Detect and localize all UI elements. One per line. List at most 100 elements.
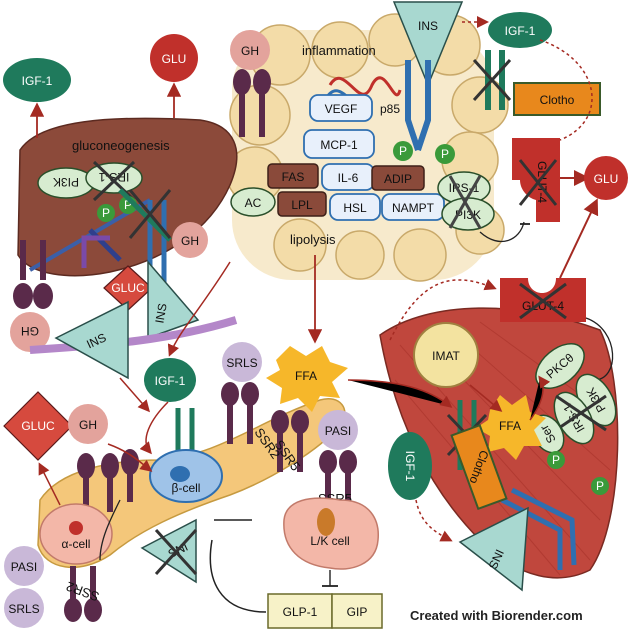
- insulin-receptor-adipose: [405, 60, 431, 151]
- igf1-liver-node: IGF-1: [3, 58, 71, 102]
- clotho-top-label: Clotho: [540, 93, 575, 107]
- gh-liver-flip-label: GH: [21, 324, 39, 338]
- gh-adipose-label: GH: [241, 44, 259, 58]
- beta-cell: β-cell: [149, 449, 223, 503]
- srls-top-label: SRLS: [226, 356, 257, 370]
- pancreas-vessel: [29, 316, 238, 354]
- gluc-liver-label: GLUC: [111, 281, 145, 295]
- inflammation-label: inflammation: [302, 43, 376, 58]
- glut4-adipose: GLUT-4: [512, 138, 560, 222]
- igf1-top-label: IGF-1: [505, 24, 536, 38]
- gh-receptor-adipose: [233, 69, 271, 137]
- ins-inhibited-cross-2: [154, 528, 198, 576]
- pasi-center-label: PASI: [325, 424, 351, 438]
- glp-beta-link: [209, 539, 267, 613]
- imat-label: IMAT: [432, 349, 460, 363]
- ac-label: AC: [245, 196, 262, 210]
- glut4-muscle-to-glu-arrow: [559, 198, 599, 279]
- mcp1-box: [303, 129, 375, 159]
- igf1-to-glut4-arrow: [539, 39, 593, 141]
- ssr-receptors-beta: [221, 382, 309, 472]
- phospho-p-label: P: [441, 147, 449, 161]
- ffa-center-label: FFA: [295, 369, 317, 383]
- alpha-cell-label: α-cell: [62, 537, 91, 551]
- liver-igf-to-pancreas-arrow: [167, 261, 231, 357]
- ins-pancreas-triangle: INS: [54, 300, 129, 380]
- phospho-p-label: P: [596, 479, 604, 493]
- pi3k-liver-label: PI3K: [53, 175, 79, 189]
- gluconeogenesis-label: gluconeogenesis: [72, 138, 170, 153]
- ins-top-triangle: INS: [392, 1, 464, 87]
- ac-pill: [230, 187, 276, 217]
- gh-pancreas-node: GH: [68, 404, 108, 444]
- vegf-box: [309, 94, 373, 122]
- gh-liver-label: GH: [181, 234, 199, 248]
- ins-muscle-triangle: INS: [458, 506, 529, 592]
- mcp1-label: MCP-1: [320, 138, 358, 152]
- gh-receptor-liver: [13, 240, 53, 309]
- fas-box: [267, 163, 319, 189]
- gip-label: GIP: [347, 605, 368, 619]
- gluc-pancreas-diamond: GLUC: [3, 391, 73, 461]
- imat-to-ffa-arrow: [469, 384, 503, 412]
- imat-node: IMAT: [413, 322, 479, 388]
- glp1-label: GLP-1: [283, 605, 318, 619]
- glu-liver-node: GLU: [150, 34, 198, 82]
- nampt-label: NAMPT: [392, 201, 435, 215]
- adip-label: ADIP: [384, 172, 412, 186]
- gh-receptor-pancreas: [77, 449, 139, 512]
- hsl-label: HSL: [343, 201, 367, 215]
- beta-alpha-inhibit: [99, 499, 121, 561]
- pasi-center-node: PASI: [318, 410, 358, 450]
- ffa-to-muscle-arrow: [347, 379, 453, 408]
- glu-right-label: GLU: [594, 172, 619, 186]
- phospho-p-label: P: [124, 198, 132, 212]
- liver-irs-cross-2: [92, 160, 136, 202]
- fas-label: FAS: [282, 170, 305, 184]
- adip-box: [371, 165, 425, 191]
- glut4-adipose-cross-2: [518, 159, 558, 206]
- srls-top-node: SRLS: [222, 342, 262, 382]
- ins-to-glut4-dashed-arrow: [389, 279, 497, 341]
- alpha-cell: α-cell: [39, 503, 113, 565]
- ssr5-lk-receptor: [319, 450, 357, 512]
- ins-liver-label: INS: [152, 302, 169, 324]
- hsl-box: [329, 193, 381, 221]
- beta-cell-label: β-cell: [172, 481, 201, 495]
- igf1-pancreas-label: IGF-1: [155, 374, 186, 388]
- lk-cell-label: L/K cell: [310, 534, 349, 548]
- lipolysis-label: lipolysis: [290, 232, 336, 247]
- glu-right-node: GLU: [584, 156, 628, 200]
- inflammation-vessel: [328, 76, 402, 97]
- glut4-muscle-cross-2: [519, 282, 567, 320]
- phospho-p-label: P: [552, 453, 560, 467]
- gh-liver-node: GH: [172, 222, 208, 258]
- phospho-adipose: P P: [393, 141, 455, 164]
- ins-top-label: INS: [418, 19, 438, 33]
- clotho-muscle-box: Clotho: [450, 423, 508, 511]
- igf1-ins-muscle-dashed: [415, 499, 453, 542]
- irs1-liver-pill: [85, 162, 143, 194]
- glu-liver-label: GLU: [162, 52, 187, 66]
- igf1-muscle-label: IGF-1: [403, 451, 417, 482]
- gh-adipose-node: GH: [230, 30, 270, 70]
- igf1-muscle-node: IGF-1: [388, 432, 432, 500]
- p85-label: p85: [380, 102, 400, 116]
- liver-purple-pathway: [81, 235, 110, 268]
- lpl-label: LPL: [291, 198, 313, 212]
- irs-pi3k-cross-2: [448, 175, 482, 229]
- clotho-top-box: Clotho: [513, 82, 601, 116]
- ins-inhibited-triangle: INS: [140, 518, 198, 584]
- srls-left-label: SRLS: [8, 602, 39, 616]
- muscle-irs-cross-2: [555, 394, 607, 432]
- ffa-muscle-label: FFA: [499, 419, 521, 433]
- glut4-muscle: GLUT-4: [500, 278, 586, 322]
- ffa-to-pkc-arrow: [529, 375, 551, 421]
- igf1-top-node: IGF-1: [488, 12, 552, 48]
- pasi-left-label: PASI: [11, 560, 37, 574]
- gluc-pancreas-label: GLUC: [21, 419, 55, 433]
- pi3k-glut4-inhibit: [479, 221, 525, 243]
- gh-liver-flipped-node: GH: [10, 312, 50, 352]
